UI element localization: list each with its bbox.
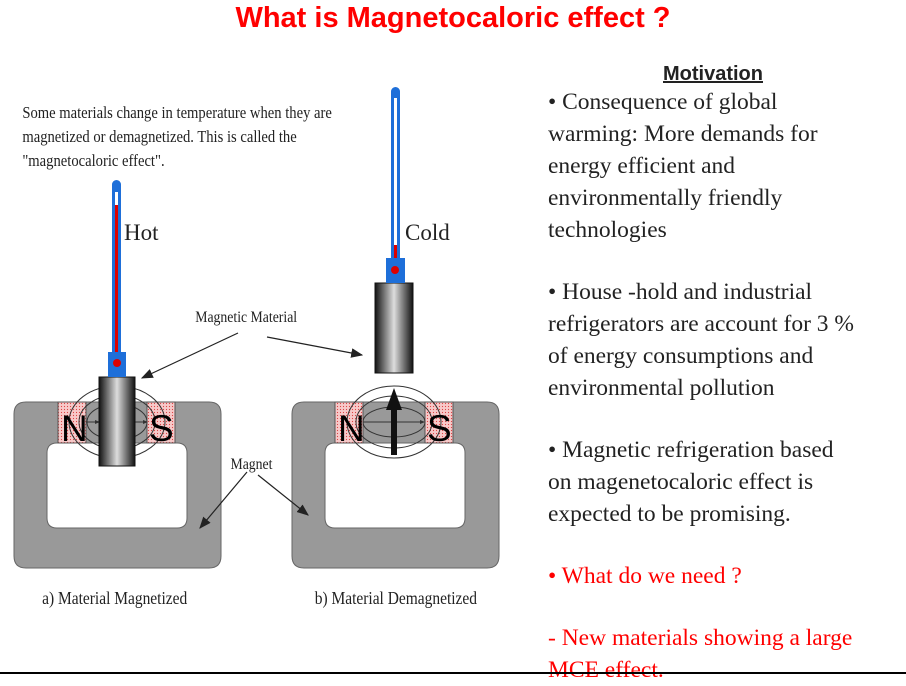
s-label: S: [149, 408, 174, 449]
bottom-divider: [0, 672, 906, 674]
intro-text-line: Some materials change in temperature whe…: [22, 104, 332, 122]
bullet-line: expected to be promising.: [548, 501, 791, 527]
caption-b: b) Material Demagnetized: [315, 588, 478, 608]
magnetic-material-b: [374, 282, 414, 374]
answer-line: MCE effect.: [548, 657, 664, 683]
bullet-line: • Consequence of global: [548, 89, 778, 115]
n-label: N: [61, 408, 88, 449]
magnet-label: Magnet: [230, 456, 273, 473]
intro-text-line: magnetized or demagnetized. This is call…: [22, 128, 296, 146]
s-label: S: [427, 408, 452, 449]
thermometer-cold: [386, 87, 405, 283]
bullet-line: energy efficient and: [548, 153, 736, 179]
bullet-line: • Magnetic refrigeration based: [548, 437, 834, 463]
bullet-line: environmental pollution: [548, 375, 775, 401]
motivation-heading: Motivation: [663, 63, 763, 85]
pointer-arrows: [140, 332, 364, 529]
bullet-line: environmentally friendly: [548, 185, 783, 211]
slide-title: What is Magnetocaloric effect ?: [235, 2, 671, 34]
bullet-item: • Consequence of global warming: More de…: [548, 86, 906, 246]
magnetization-arrow: [386, 388, 402, 455]
magnetic-material-a: [98, 376, 136, 467]
intro-text-line: "magnetocaloric effect".: [22, 152, 164, 170]
cold-label: Cold: [405, 220, 450, 245]
bullet-line: on magenetocaloric effect is: [548, 469, 814, 495]
magnet-b: [291, 282, 500, 569]
answer-line: - New materials showing a large: [548, 625, 853, 651]
bullet-line: of energy consumptions and: [548, 343, 814, 369]
magnet-a: [13, 376, 222, 569]
bullet-line: technologies: [548, 217, 667, 243]
magnetocaloric-diagram: Some materials change in temperature whe…: [13, 87, 500, 608]
n-label: N: [338, 408, 365, 449]
bullet-item: • House -hold and industrial refrigerato…: [548, 276, 906, 404]
bullet-item: • Magnetic refrigeration based on magene…: [548, 434, 906, 530]
thermometer-hot: [108, 180, 126, 377]
bullet-line: refrigerators are account for 3 %: [548, 311, 854, 337]
magnetic-material-label: Magnetic Material: [195, 309, 297, 326]
motivation-panel: Motivation • Consequence of global warmi…: [548, 62, 906, 686]
caption-a: a) Material Magnetized: [42, 588, 188, 608]
hot-label: Hot: [124, 220, 159, 245]
bullet-line: • House -hold and industrial: [548, 279, 813, 305]
answer-item: - New materials showing a large MCE effe…: [548, 622, 906, 686]
bullet-line: warming: More demands for: [548, 121, 818, 147]
question-bullet: • What do we need ?: [548, 563, 742, 589]
